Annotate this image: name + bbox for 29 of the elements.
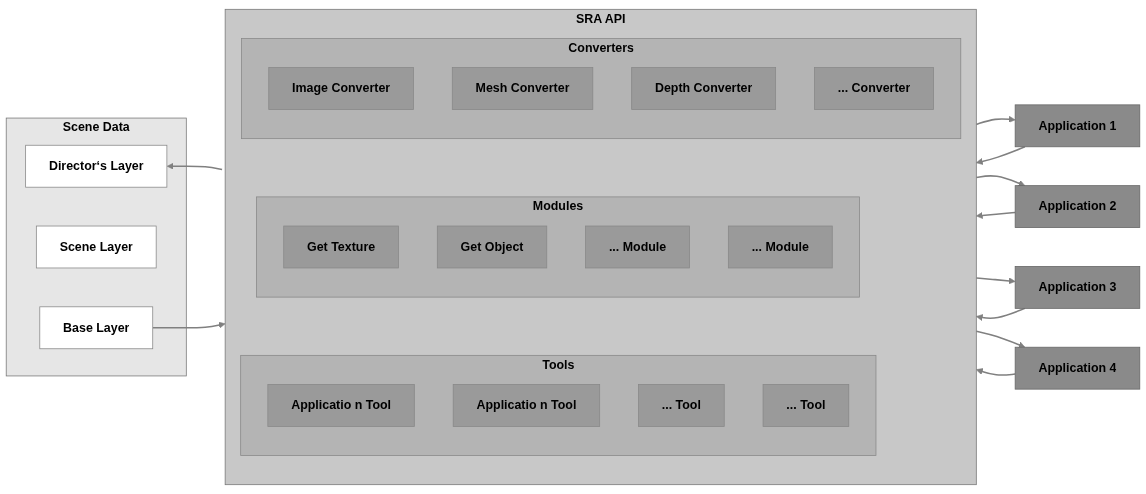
- node-box: Get Object: [436, 225, 548, 269]
- arrow: [976, 368, 1016, 376]
- node-box: Mesh Converter: [451, 67, 594, 110]
- node-box: Application 3: [1014, 266, 1141, 309]
- node-box: Application 2: [1014, 185, 1141, 228]
- node-box: Applicatio n Tool: [452, 384, 601, 427]
- node-box: Application 1: [1014, 104, 1141, 148]
- node-box: ... Tool: [762, 384, 850, 427]
- node-box: ... Converter: [814, 67, 934, 110]
- arrow: [151, 321, 226, 329]
- arrow: [975, 175, 1026, 187]
- node-box: ... Tool: [638, 384, 725, 427]
- node-box: ... Module: [585, 225, 690, 269]
- node-box: Image Converter: [268, 67, 414, 110]
- node-box: Base Layer: [39, 306, 154, 350]
- node-box: Director‘s Layer: [25, 144, 168, 188]
- arrow: [976, 211, 1016, 219]
- node-box: Depth Converter: [631, 67, 776, 110]
- arrow: [976, 146, 1026, 165]
- node-box: Applicatio n Tool: [267, 384, 415, 427]
- arrow: [975, 115, 1016, 126]
- node-box: Get Texture: [283, 225, 399, 269]
- arrow: [166, 162, 223, 171]
- arrow: [976, 307, 1026, 321]
- node-box: ... Module: [727, 225, 833, 269]
- node-box: Scene Layer: [35, 225, 157, 269]
- arrow: [975, 330, 1026, 349]
- node-box: Application 4: [1014, 346, 1141, 390]
- arrow: [975, 277, 1016, 285]
